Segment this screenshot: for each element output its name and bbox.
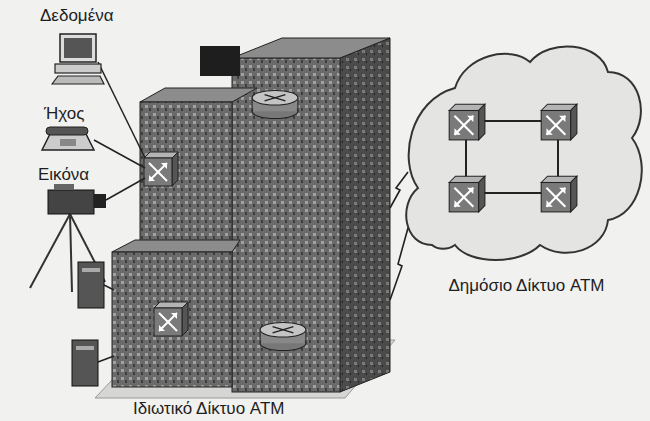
device-wire bbox=[94, 62, 145, 362]
phone-icon bbox=[42, 134, 94, 150]
building bbox=[200, 46, 240, 76]
device-label: Εικόνα bbox=[38, 165, 89, 185]
device-wire bbox=[106, 178, 145, 200]
wan-link bbox=[390, 172, 408, 208]
atm-switch bbox=[449, 104, 485, 140]
phone-icon bbox=[46, 127, 88, 135]
device-wire bbox=[98, 62, 145, 158]
device-label: Δεδομένα bbox=[40, 6, 114, 26]
private-network-area: Ιδιωτικό Δίκτυο ATM bbox=[95, 25, 390, 420]
atm-switch bbox=[144, 152, 178, 186]
video-camera-icon bbox=[70, 214, 72, 292]
wan-link bbox=[390, 228, 408, 300]
public-network-cloud: Δημόσιο Δίκτυο ATM bbox=[408, 40, 645, 297]
building bbox=[232, 38, 390, 58]
atm-switch bbox=[541, 176, 577, 212]
public-network-cloud-outline bbox=[406, 46, 642, 260]
router bbox=[252, 90, 298, 118]
atm-switch bbox=[154, 302, 188, 336]
computer-icon bbox=[52, 34, 104, 84]
server-icon bbox=[82, 268, 100, 272]
building bbox=[112, 38, 390, 392]
device-wire bbox=[104, 285, 114, 290]
building bbox=[232, 58, 340, 392]
server-icon bbox=[78, 262, 104, 308]
video-camera-icon bbox=[48, 190, 94, 214]
building bbox=[140, 88, 257, 102]
network-caption: Δημόσιο Δίκτυο ATM bbox=[448, 276, 604, 296]
building bbox=[112, 240, 240, 252]
computer-icon bbox=[52, 76, 104, 84]
building bbox=[140, 102, 232, 252]
atm-switch bbox=[449, 176, 485, 212]
computer-icon bbox=[55, 64, 101, 73]
device-label: Ήχος bbox=[44, 104, 84, 124]
phone-icon bbox=[60, 139, 76, 146]
router bbox=[260, 322, 306, 350]
building bbox=[340, 38, 390, 392]
video-camera-icon bbox=[70, 214, 105, 282]
video-camera-icon bbox=[30, 214, 70, 288]
video-camera-icon bbox=[94, 194, 106, 208]
server-icon bbox=[72, 262, 104, 386]
server-icon bbox=[72, 340, 98, 386]
video-camera-icon bbox=[54, 184, 74, 190]
phone-icon bbox=[42, 127, 94, 150]
computer-icon bbox=[60, 34, 96, 62]
device-wire bbox=[94, 140, 145, 168]
building bbox=[112, 252, 232, 387]
server-icon bbox=[76, 346, 94, 350]
network-caption: Ιδιωτικό Δίκτυο ATM bbox=[133, 399, 284, 419]
device-wire bbox=[98, 356, 114, 362]
computer-icon bbox=[64, 38, 92, 58]
atm-switch bbox=[541, 104, 577, 140]
